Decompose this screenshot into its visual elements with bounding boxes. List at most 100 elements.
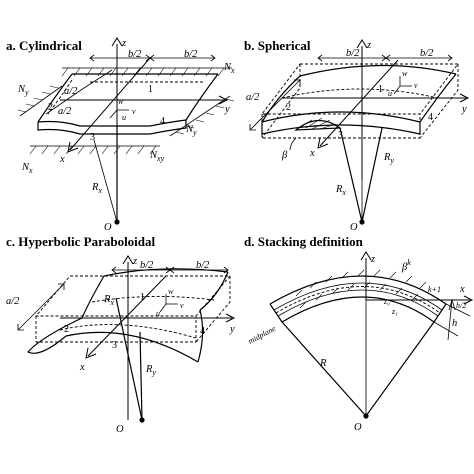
panel-c-axes (60, 255, 236, 420)
panel-b-label-1: 1 (378, 84, 383, 95)
panel-a-label-b2-left: b/2 (128, 49, 142, 60)
panel-b-dimensions (249, 54, 453, 131)
panel-b-label-b2-left: b/2 (346, 48, 360, 59)
panel-b-label-Rx: Rx (335, 184, 346, 197)
panel-b-label-a2: a/2 (246, 92, 260, 103)
panel-c-label-y: y (229, 324, 235, 335)
panel-c-label-b2-left: b/2 (140, 260, 154, 271)
panel-a-label-Rx: Rx (91, 182, 102, 195)
panel-b-label-x: x (309, 148, 315, 159)
panel-a-label-2: 2 (48, 102, 53, 113)
panel-c-shell (27, 268, 229, 363)
panel-b-radius-x (339, 127, 363, 223)
panel-d-label-h-half: h/2 (456, 301, 466, 310)
panel-c-label-w: w (168, 287, 174, 296)
panel-a-title: a. Cylindrical (6, 38, 82, 53)
panel-a-label-u: u (122, 113, 126, 122)
panel-d-label-h: h (452, 318, 457, 329)
panel-c-label-1: 1 (140, 292, 145, 303)
panel-a-label-v: v (132, 107, 136, 116)
panel-c-center-point (139, 417, 145, 423)
panel-d-stacking-definition: d. Stacking definition (244, 234, 474, 433)
panel-d-midplane (275, 286, 441, 314)
panel-b-label-w: w (402, 69, 408, 78)
panel-d-label-z: z (370, 254, 375, 265)
panel-a-center-point (114, 219, 120, 225)
panel-a-label-O: O (104, 222, 112, 233)
panel-b-label-beta: β (281, 150, 288, 161)
panel-c-label-2: 2 (64, 324, 69, 335)
panel-a-x-axis (69, 57, 151, 151)
panel-b-label-b2-right: b/2 (420, 48, 434, 59)
panel-c-label-b2-right: b/2 (196, 260, 210, 271)
panel-b-spherical: b. Spherical (244, 38, 470, 233)
panel-d-radius-right (365, 321, 435, 417)
panel-b-ply-patch (289, 117, 342, 151)
panel-c-label-z: z (132, 256, 137, 267)
panel-a-label-b2-right: b/2 (184, 49, 198, 60)
panel-c-radius-y (139, 331, 143, 421)
panel-a-label-4: 4 (160, 116, 165, 127)
panel-c-label-v: v (180, 301, 184, 310)
panel-b-bounding-box (261, 63, 459, 139)
panel-b-label-Ry: Ry (383, 152, 394, 165)
panel-d-label-x: x (459, 284, 465, 295)
panel-d-laminate (269, 269, 447, 323)
panel-a-label-Nxy: Nxy (149, 150, 165, 163)
panel-d-label-midplane: midplane (247, 324, 278, 346)
panel-b-label-2: 2 (286, 102, 291, 113)
panel-a-cylindrical: a. Cylindrical (6, 37, 235, 233)
panel-c-label-Rx: Rx (103, 294, 114, 307)
panel-c-label-x: x (79, 362, 85, 373)
panel-c-radius-x (115, 297, 143, 421)
panel-a-label-1: 1 (148, 84, 153, 95)
panel-a-label-Nx-top: Nx (223, 62, 235, 75)
panel-b-title: b. Spherical (244, 38, 311, 53)
panel-b-x-axis (319, 59, 399, 147)
panel-c-dimensions (17, 266, 229, 331)
panel-a-label-x: x (59, 154, 65, 165)
panel-a-label-a2-bottom: a/2 (58, 106, 72, 117)
panel-c-bounding-box (35, 275, 231, 343)
panel-b-label-4: 4 (428, 112, 433, 123)
panel-d-label-zk: k+1 (428, 285, 441, 294)
panel-a-label-Ny-left: Ny (17, 84, 29, 97)
panel-d-label-z1: z₁ (391, 307, 398, 316)
panel-d-label-z0: z₀ (383, 297, 390, 306)
panel-a-label-z: z (121, 38, 126, 49)
panel-d-thickness-dimension (433, 298, 471, 341)
panel-c-hyperbolic-paraboloidal: c. Hyperbolic Paraboloidal (6, 234, 236, 435)
panel-a-dimensions (45, 54, 216, 115)
panel-a-label-Nx-bottom: Nx (21, 162, 33, 175)
panel-c-label-Ry: Ry (145, 364, 156, 377)
panel-c-x-axis (87, 275, 167, 357)
panel-c-label-4: 4 (200, 326, 205, 337)
panel-d-label-O: O (354, 422, 362, 433)
panel-a-label-a2-top: a/2 (64, 86, 78, 97)
panel-a-label-y: y (224, 104, 230, 115)
panel-a-label-3: 3 (90, 132, 95, 143)
panel-c-label-a2: a/2 (6, 296, 20, 307)
panel-b-radius-y (361, 127, 383, 223)
panel-c-title: c. Hyperbolic Paraboloidal (6, 234, 156, 249)
panel-b-label-y: y (461, 104, 467, 115)
panel-a-label-w: w (118, 97, 124, 106)
panel-d-label-R: R (319, 358, 327, 369)
panel-d-label-beta: βk (401, 258, 411, 273)
panel-b-label-z: z (366, 40, 371, 51)
panel-b-label-v: v (414, 81, 418, 90)
panel-d-center-point (363, 413, 369, 419)
panel-b-label-u: u (388, 89, 392, 98)
panel-b-label-3: 3 (338, 130, 343, 141)
panel-b-shell (261, 64, 457, 135)
panel-b-axes (282, 39, 470, 180)
panel-b-center-point (359, 219, 365, 225)
panel-c-label-u: u (156, 309, 160, 318)
panel-d-title: d. Stacking definition (244, 234, 364, 249)
panel-c-label-O: O (116, 424, 124, 435)
panel-a-axes (60, 37, 229, 178)
panel-c-label-3: 3 (112, 340, 117, 351)
panel-d-radius-left (281, 321, 367, 417)
panel-b-label-O: O (350, 222, 358, 233)
